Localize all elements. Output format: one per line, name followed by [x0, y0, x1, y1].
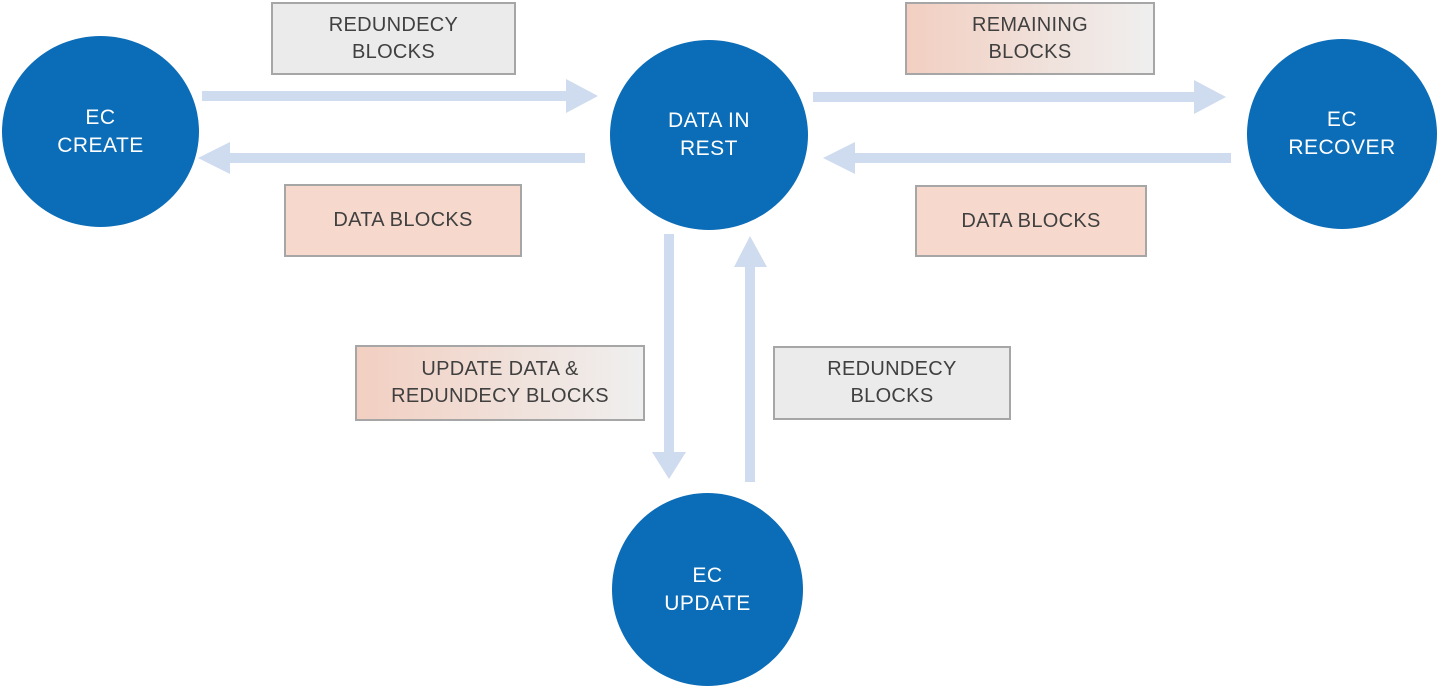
arrow-data-in-rest-to-ec-update — [652, 234, 686, 479]
edge-label-line: REDUNDECY — [827, 358, 957, 380]
edge-label-line: BLOCKS — [850, 385, 934, 407]
node-label-line: CREATE — [57, 133, 144, 157]
edge-label-remaining-blocks: REMAINING BLOCKS — [905, 2, 1155, 75]
edge-label-line: REMAINING — [971, 13, 1089, 36]
arrow-ec-create-to-data-in-rest — [202, 79, 598, 113]
arrow-data-in-rest-to-ec-create — [198, 142, 585, 174]
edge-label-data-blocks-left: DATA BLOCKS — [284, 184, 522, 257]
node-ec-create: EC CREATE — [2, 36, 199, 227]
edge-label-redundecy-blocks-top: REDUNDECY BLOCKS — [271, 2, 516, 75]
edge-label-update-data-redundecy-blocks: UPDATE DATA & REDUNDECY BLOCKS — [355, 345, 645, 421]
node-label-line: EC — [1326, 108, 1358, 131]
arrow-ec-update-to-data-in-rest — [734, 236, 767, 482]
node-label-line: UPDATE — [664, 591, 751, 615]
edge-label-data-blocks-right: DATA BLOCKS — [915, 185, 1147, 257]
node-label-line: DATA IN — [667, 109, 751, 132]
edge-label-line: DATA BLOCKS — [333, 209, 473, 231]
arrow-ec-recover-to-data-in-rest — [823, 142, 1231, 174]
arrow-data-in-rest-to-ec-recover — [813, 80, 1226, 114]
node-label-line: REST — [679, 137, 738, 160]
node-label-line: EC — [85, 105, 116, 129]
node-data-in-rest: DATA IN REST — [610, 40, 808, 230]
node-label-line: EC — [692, 563, 723, 587]
edge-label-line: DATA BLOCKS — [961, 209, 1101, 232]
node-label-line: RECOVER — [1288, 136, 1396, 159]
edge-label-line: REDUNDECY — [328, 13, 459, 36]
edge-label-redundecy-blocks-bottom: REDUNDECY BLOCKS — [773, 346, 1011, 420]
edge-label-line: BLOCKS — [352, 40, 435, 63]
edge-label-line: UPDATE DATA & — [421, 358, 579, 380]
edge-label-line: BLOCKS — [988, 40, 1072, 63]
node-ec-update: EC UPDATE — [612, 493, 803, 686]
edge-label-line: REDUNDECY BLOCKS — [391, 385, 609, 407]
node-ec-recover: EC RECOVER — [1247, 39, 1437, 229]
